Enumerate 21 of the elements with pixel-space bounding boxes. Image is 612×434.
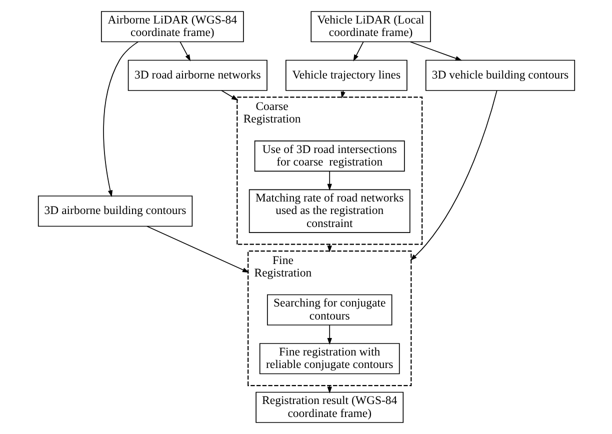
node-box: Matching rate of road networks used as the registration constraint [248,189,410,233]
arrow [326,170,332,191]
node-box: Vehicle LiDAR (Local coordinate frame) [310,11,430,42]
arrow [220,90,238,101]
node-box: 3D airborne building contours [37,196,192,227]
node-box: 3D road airborne networks [127,60,267,91]
arrow [410,90,497,261]
node-box: Searching for conjugate contours [266,294,392,326]
arrow [352,41,364,62]
arrow [326,324,332,345]
node-box: Fine registration with reliable conjugate contours [258,343,400,374]
arrow [326,385,332,394]
arrow [179,41,190,62]
node-box: Use of 3D road intersections for coarse registration [254,140,404,172]
node-box: Vehicle trajectory lines [284,60,407,91]
node-box: Registration result (WGS-84 coordinate frame) [255,392,404,423]
arrow [409,41,462,61]
node-box: Airborne LiDAR (WGS-84 coordinate frame) [100,11,244,42]
arrow [102,41,138,198]
arrow [146,226,249,273]
node-box: 3D vehicle building contours [424,60,575,91]
